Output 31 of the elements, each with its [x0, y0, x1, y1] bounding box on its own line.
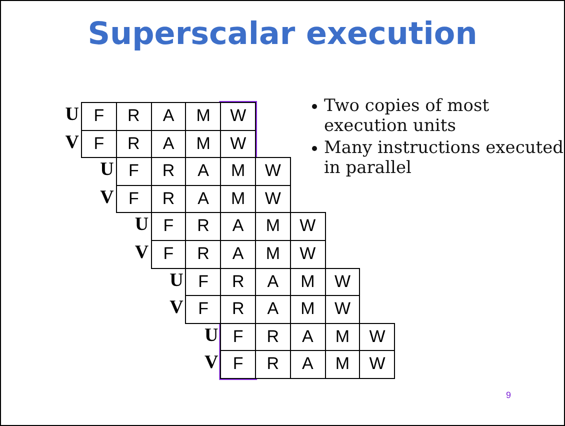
- stage-cell: W: [255, 184, 291, 214]
- pipeline-label: V: [203, 352, 218, 374]
- pipeline-label: V: [168, 297, 184, 320]
- stage-cell: W: [255, 157, 291, 186]
- bullet-point: Many instructions executed in parallel: [312, 138, 564, 178]
- stage-cell: F: [116, 184, 152, 214]
- stage-cell: W: [359, 322, 396, 352]
- stage-cell: M: [185, 102, 222, 131]
- stage-cell: F: [185, 268, 222, 296]
- slide-title: Superscalar execution: [86, 16, 478, 52]
- stage-cell: R: [255, 350, 291, 379]
- pipeline-label: V: [99, 186, 114, 209]
- pipeline-label: V: [134, 242, 149, 264]
- pipeline-label: U: [64, 104, 79, 126]
- stage-cell: F: [185, 295, 222, 324]
- stage-cell: W: [324, 268, 360, 296]
- pipeline-label: U: [134, 214, 149, 236]
- pipeline-label: U: [203, 324, 218, 347]
- page-number: 9: [506, 390, 512, 400]
- stage-cell: W: [220, 130, 256, 158]
- pipeline-label: U: [168, 270, 184, 292]
- pipeline-label: V: [64, 132, 79, 154]
- stage-cell: W: [359, 350, 396, 379]
- pipeline-label: U: [99, 159, 114, 182]
- stage-cell: F: [81, 102, 117, 131]
- stage-cell: F: [81, 130, 117, 158]
- stage-cell: W: [220, 102, 256, 131]
- stage-cell: F: [150, 240, 186, 269]
- bullet-point: Two copies of most execution units: [312, 96, 564, 136]
- stage-cell: W: [290, 212, 326, 241]
- stage-cell: F: [220, 350, 256, 379]
